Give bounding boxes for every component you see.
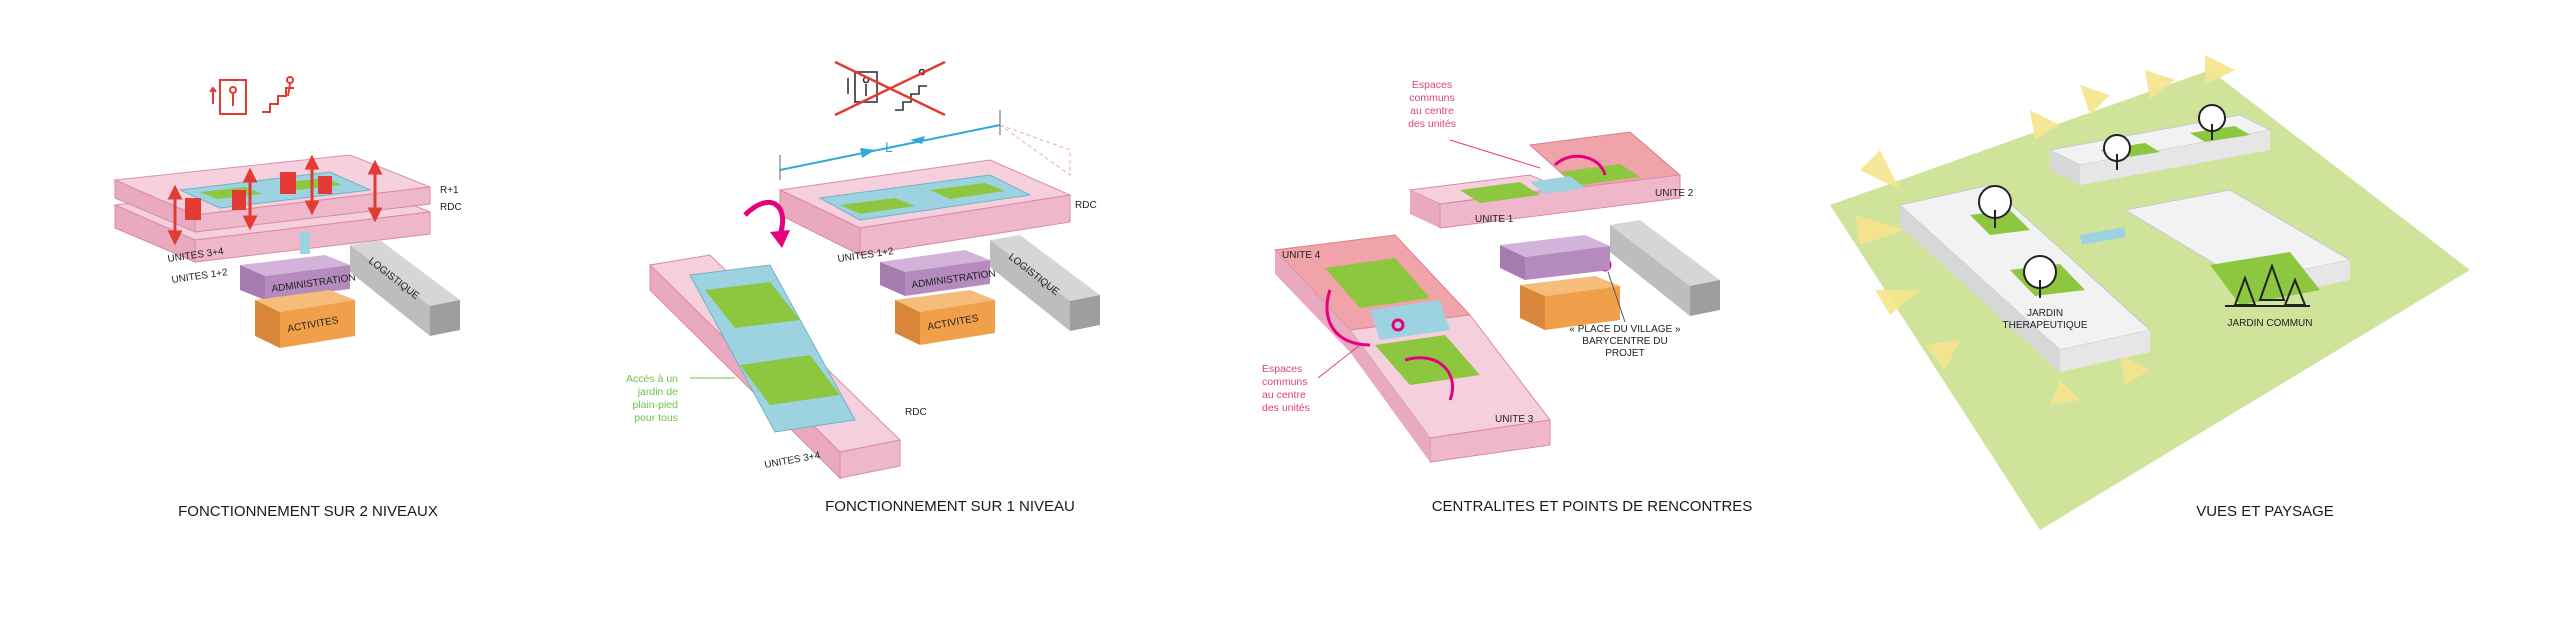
r1-label: R+1	[440, 185, 459, 196]
length-label: L	[885, 139, 893, 155]
espaces-top-line-3: au centre	[1410, 105, 1454, 117]
garden-note-line-2: jardin de	[637, 386, 678, 398]
unite3-label: UNITE 3	[1495, 414, 1534, 425]
panel-centralities: UNITE 1 UNITE 2 UNITE 4 UNITE 3	[1262, 79, 1752, 515]
view-cones	[1855, 55, 2235, 405]
tree-icon	[1978, 104, 2226, 298]
units34-label-p2: UNITES 3+4	[764, 450, 822, 471]
jardin-ther-line-1: JARDIN	[2027, 308, 2063, 319]
panel-two-levels: R+1 RDC UNITES 3+4 UNITES 1+2 ADMINISTRA…	[113, 76, 462, 520]
rdc-label: RDC	[440, 202, 462, 213]
espaces-top-line-4: des unités	[1408, 118, 1456, 130]
espaces-left-line-1: Espaces	[1262, 363, 1302, 375]
unite2-label: UNITE 2	[1655, 188, 1694, 199]
panel-1-caption: FONCTIONNEMENT SUR 2 NIVEAUX	[178, 503, 438, 520]
panel-views-landscape: JARDIN THERAPEUTIQUE JARDIN COMMUN VUES …	[1830, 55, 2470, 530]
crossed-elevator-icon	[847, 71, 878, 103]
espaces-left-line-4: des unités	[1262, 402, 1310, 414]
panel-one-level: L RDC UNITES 1+2 RDC UNITES 3+4 ADMINIST…	[626, 60, 1100, 515]
espaces-left-line-3: au centre	[1262, 389, 1306, 401]
garden-note-line-1: Accès à un	[626, 373, 678, 385]
place-line-3: PROJET	[1605, 348, 1644, 359]
units12-label: UNITES 1+2	[171, 267, 229, 286]
espaces-top-line-1: Espaces	[1412, 79, 1452, 91]
place-line-1: « PLACE DU VILLAGE »	[1569, 324, 1681, 335]
garden-note-line-4: pour tous	[634, 412, 678, 424]
unite4-label: UNITE 4	[1282, 250, 1321, 261]
unite1-label: UNITE 1	[1475, 214, 1514, 225]
stairs-icon	[262, 76, 294, 113]
espaces-left-line-2: communs	[1262, 376, 1308, 388]
panel-2-caption: FONCTIONNEMENT SUR 1 NIVEAU	[825, 498, 1075, 515]
panel-3-caption: CENTRALITES ET POINTS DE RENCONTRES	[1432, 498, 1753, 515]
jardin-commun-label: JARDIN COMMUN	[2228, 318, 2313, 329]
panel-4-caption: VUES ET PAYSAGE	[2196, 503, 2334, 520]
vertical-circulation-blocks	[185, 172, 332, 220]
rdc-bottom-label: RDC	[905, 407, 927, 418]
place-line-2: BARYCENTRE DU	[1582, 336, 1667, 347]
forest-icon	[2225, 262, 2310, 307]
elevator-icon	[209, 79, 247, 115]
jardin-ther-line-2: THERAPEUTIQUE	[2002, 320, 2087, 331]
rdc-top-label: RDC	[1075, 200, 1097, 211]
garden-note-line-3: plain-pied	[632, 399, 678, 411]
espaces-top-line-2: communs	[1409, 92, 1455, 104]
